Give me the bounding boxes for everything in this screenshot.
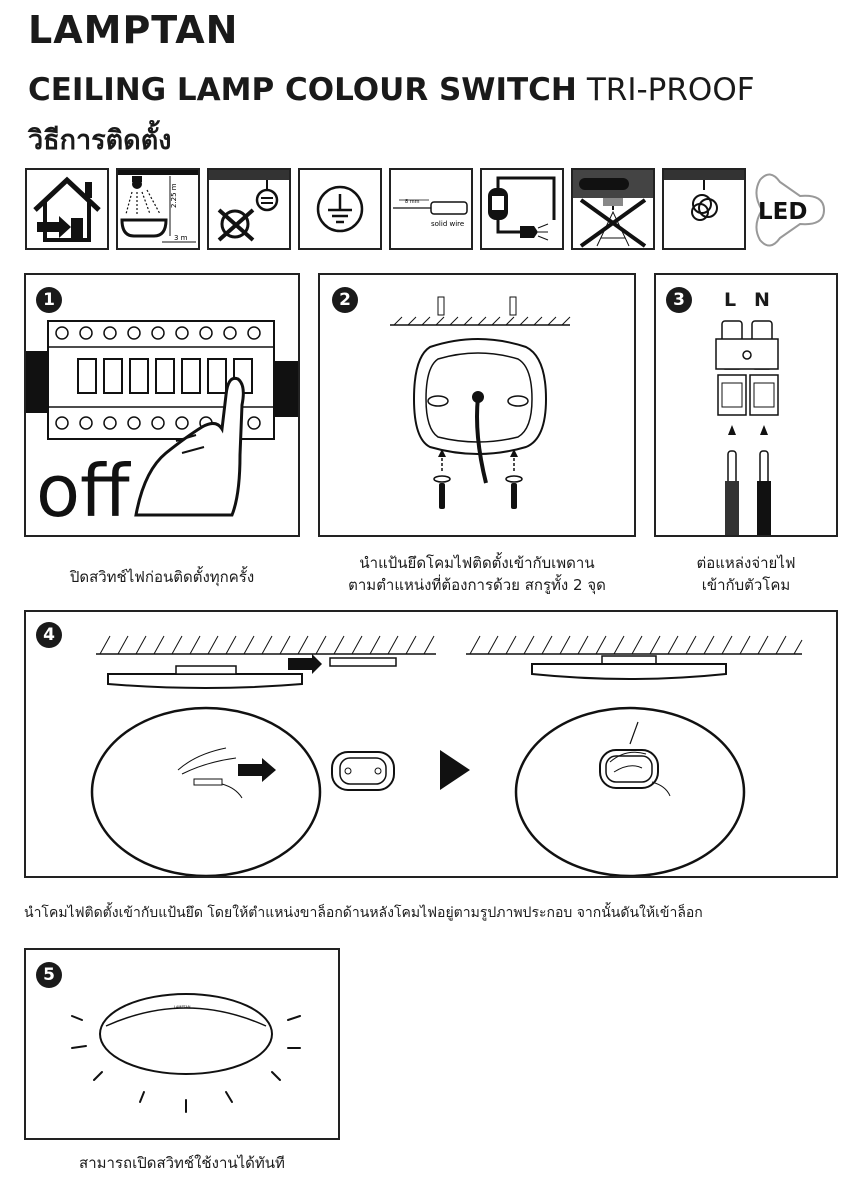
step1-panel: 1 off	[24, 273, 300, 537]
neutral-terminal-label: N	[754, 289, 770, 311]
lamp-logo-text: LAMPTAN	[174, 1005, 191, 1009]
step3-caption: ต่อแหล่งจ่ายไฟ เข้ากับตัวโคม	[654, 552, 838, 596]
switch-cable-plug-icon	[480, 168, 564, 250]
step5-panel: 5 LAMPTAN	[24, 948, 340, 1140]
step4-caption: นำโคมไฟติดตั้งเข้ากับแป้นยึด โดยให้ตำแหน…	[24, 905, 703, 921]
ceiling-cable-coil-icon	[662, 168, 746, 250]
step1-number: 1	[36, 287, 62, 313]
ground-symbol-icon	[298, 168, 382, 250]
off-text: off	[36, 449, 130, 533]
bathroom-zone-icon: 2.25 m 3 m	[116, 168, 200, 250]
indoor-use-icon	[25, 168, 109, 250]
strip-length-label: 8 mm	[405, 199, 420, 205]
step4-panel: 4	[24, 610, 838, 878]
live-terminal-label: L	[724, 289, 737, 311]
title-main: CEILING LAMP COLOUR SWITCH	[28, 72, 577, 108]
step5-number: 5	[36, 962, 62, 988]
page-subtitle: วิธีการติดตั้ง	[28, 125, 172, 156]
step4-number: 4	[36, 622, 62, 648]
brand-logo: LAMPTAN	[28, 8, 239, 52]
no-dimmer-icon	[207, 168, 291, 250]
step2-number: 2	[332, 287, 358, 313]
bath-width-label: 3 m	[174, 234, 188, 242]
solid-wire-strip-icon: 8 mm solid wire	[389, 168, 473, 250]
no-insulation-cover-icon	[571, 168, 655, 250]
led-text: LED	[758, 199, 807, 225]
step3-caption-line2: เข้ากับตัวโคม	[701, 576, 791, 594]
step1-caption: ปิดสวิทช์ไฟก่อนติดตั้งทุกครั้ง	[69, 568, 255, 586]
step3-caption-line1: ต่อแหล่งจ่ายไฟ	[696, 554, 796, 572]
step2-caption-line2: ตามตำแหน่งที่ต้องการด้วย สกรูทั้ง 2 จุด	[348, 576, 606, 594]
step3-panel: 3 L N	[654, 273, 838, 537]
step2-caption-line1: นำแป้นยึดโคมไฟติดตั้งเข้ากับเพดาน	[359, 554, 595, 572]
step5-caption: สามารถเปิดสวิทช์ใช้งานได้ทันที	[79, 1154, 285, 1172]
led-badge-icon: LED	[750, 166, 826, 252]
bath-height-label: 2.25 m	[170, 183, 178, 208]
step2-caption: นำแป้นยึดโคมไฟติดตั้งเข้ากับเพดาน ตามตำแ…	[318, 552, 636, 596]
step2-panel: 2	[318, 273, 636, 537]
title-light: TRI-PROOF	[586, 72, 755, 108]
solid-wire-label: solid wire	[431, 220, 464, 228]
step3-number: 3	[666, 287, 692, 313]
